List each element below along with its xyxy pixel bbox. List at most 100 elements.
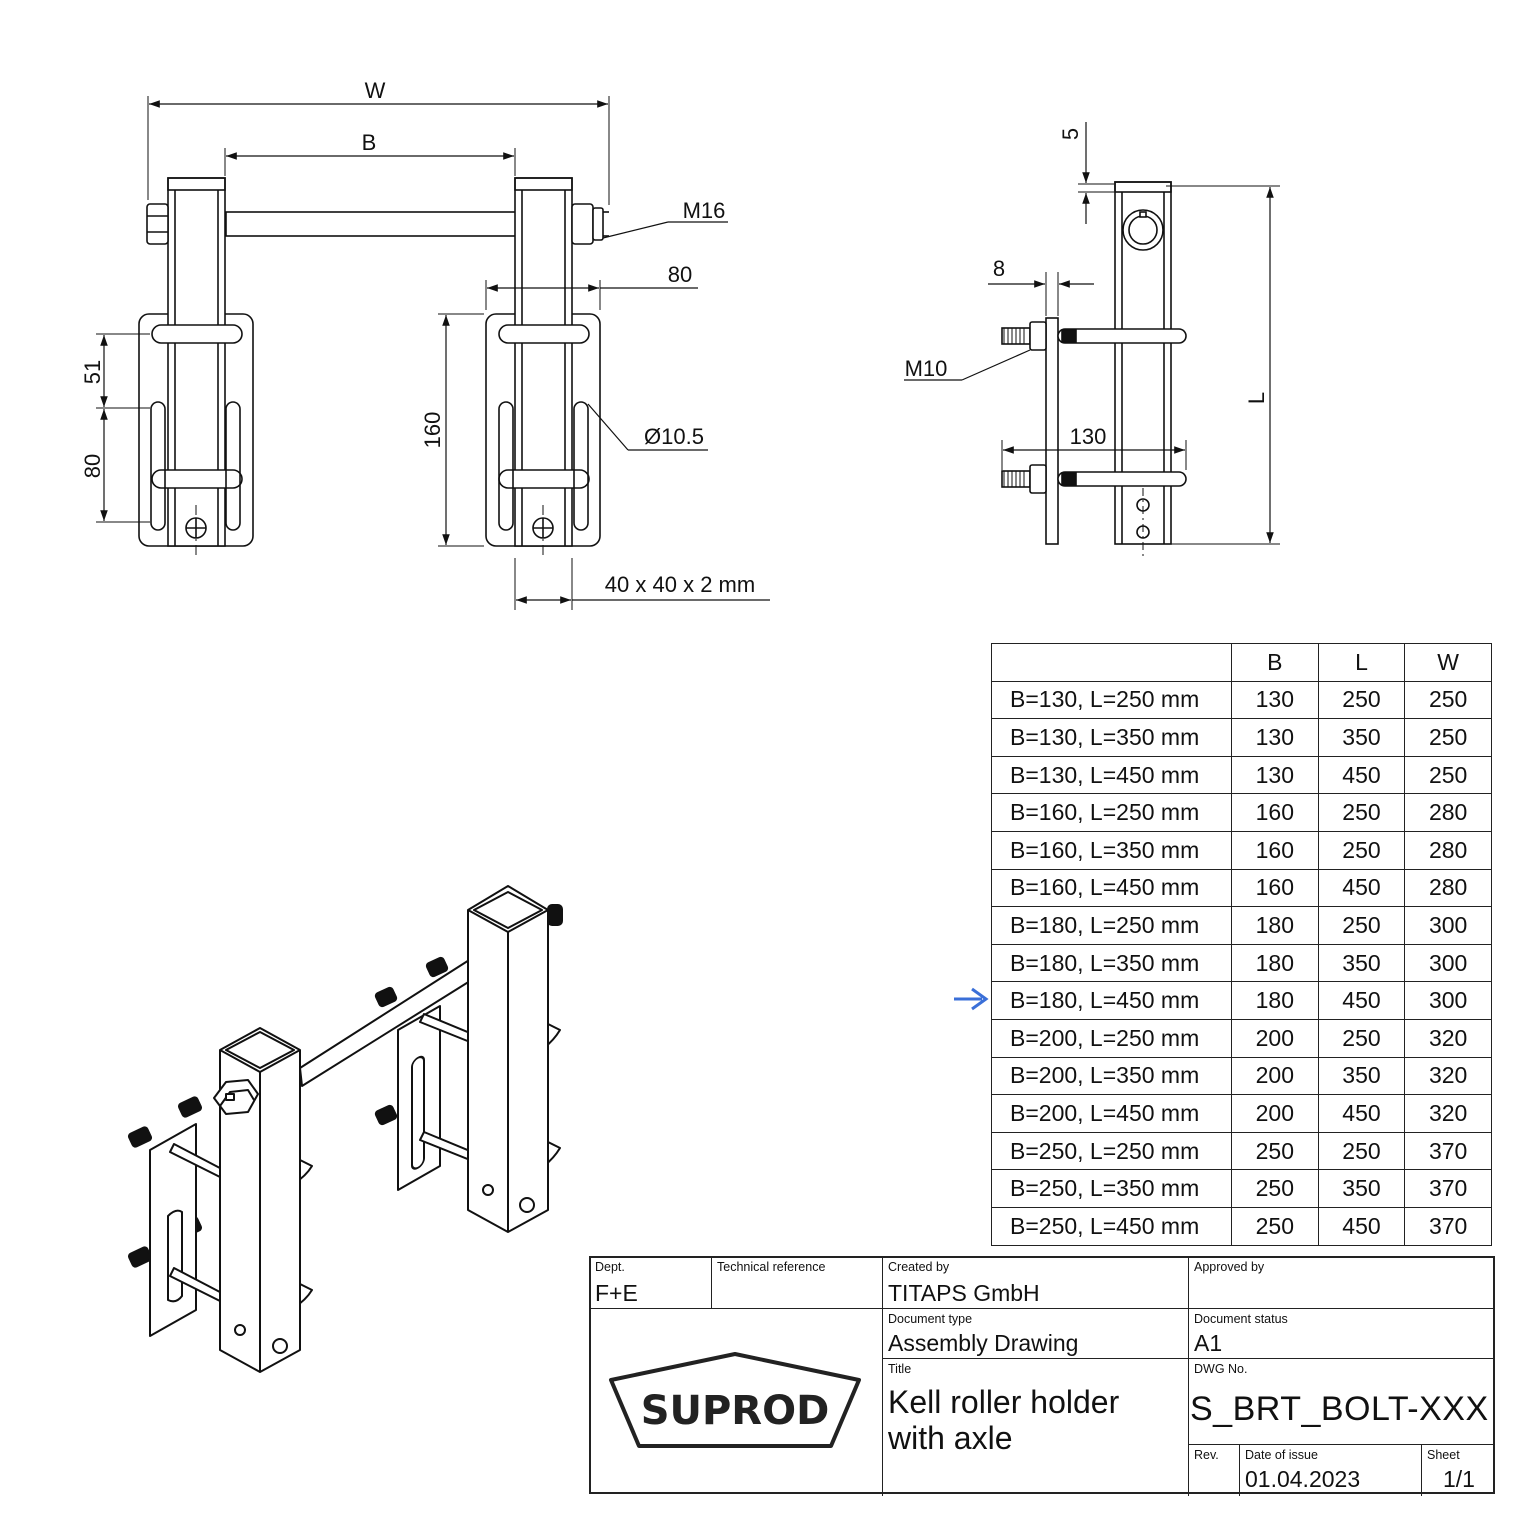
suprod-logo: SUPROD	[609, 1352, 861, 1448]
dim-160-label: 160	[420, 412, 445, 449]
variant-name: B=200, L=350 mm	[991, 1056, 1232, 1096]
selected-row-arrow-icon	[954, 987, 989, 1011]
dim-51-label: 51	[80, 360, 105, 384]
status-label: Document status	[1194, 1312, 1288, 1326]
value-l: 250	[1317, 906, 1406, 945]
value-w: 250	[1404, 718, 1492, 757]
value-l: 450	[1317, 868, 1406, 908]
value-l: 450	[1317, 981, 1406, 1020]
value-l: 250	[1317, 830, 1406, 870]
sheet-label: Sheet	[1427, 1448, 1460, 1462]
value-w: 320	[1404, 1018, 1492, 1058]
value-l: 250	[1317, 1131, 1406, 1171]
logo-text: SUPROD	[641, 1388, 830, 1434]
title-block: Dept. F+E Technical reference Created by…	[589, 1256, 1495, 1496]
value-w: 320	[1404, 1056, 1492, 1096]
value-w: 280	[1404, 830, 1492, 870]
value-b: 130	[1230, 718, 1319, 757]
value-l: 350	[1317, 718, 1406, 757]
variant-name: B=200, L=450 mm	[991, 1094, 1232, 1133]
value-w: 370	[1404, 1169, 1492, 1208]
variant-name: B=180, L=450 mm	[991, 981, 1232, 1020]
variant-name: B=130, L=450 mm	[991, 755, 1232, 795]
dim-b-label: B	[362, 130, 377, 155]
value-w: 300	[1404, 943, 1492, 983]
sheet-cell: Sheet 1/1	[1423, 1446, 1493, 1496]
dim-5-label: 5	[1058, 128, 1083, 140]
dim-80-top-label: 80	[668, 262, 692, 287]
date-cell: Date of issue 01.04.2023	[1241, 1446, 1421, 1496]
rev-cell: Rev.	[1190, 1446, 1239, 1496]
dim-130-label: 130	[1070, 424, 1107, 449]
variant-name: B=160, L=250 mm	[991, 793, 1232, 832]
value-b: 130	[1230, 755, 1319, 795]
isometric-view	[127, 885, 563, 1373]
dept-value: F+E	[595, 1280, 638, 1306]
variant-name: B=250, L=350 mm	[991, 1169, 1232, 1208]
status-cell: Document status A1	[1190, 1310, 1493, 1358]
value-l: 250	[1317, 1018, 1406, 1058]
value-b: 160	[1230, 793, 1319, 832]
techref-cell: Technical reference	[713, 1258, 882, 1308]
value-b: 180	[1230, 906, 1319, 945]
approved-label: Approved by	[1194, 1260, 1265, 1274]
value-w: 280	[1404, 868, 1492, 908]
dim-m10-label: M10	[905, 356, 948, 381]
column-header-name	[991, 643, 1232, 682]
dim-w-label: W	[365, 78, 386, 103]
value-w: 300	[1404, 906, 1492, 945]
created-label: Created by	[888, 1260, 950, 1274]
value-w: 300	[1404, 981, 1492, 1020]
date-value: 01.04.2023	[1245, 1466, 1361, 1492]
value-l: 450	[1317, 755, 1406, 795]
dim-tube-label: 40 x 40 x 2 mm	[605, 572, 755, 597]
value-b: 130	[1230, 680, 1319, 720]
value-w: 370	[1404, 1131, 1492, 1171]
variant-name: B=180, L=350 mm	[991, 943, 1232, 983]
value-l: 350	[1317, 1056, 1406, 1096]
value-b: 200	[1230, 1018, 1319, 1058]
variant-name: B=130, L=250 mm	[991, 680, 1232, 720]
value-l: 350	[1317, 943, 1406, 983]
value-l: 450	[1317, 1094, 1406, 1133]
value-b: 180	[1230, 943, 1319, 983]
variant-name: B=130, L=350 mm	[991, 718, 1232, 757]
value-w: 250	[1404, 755, 1492, 795]
side-view	[904, 122, 1280, 556]
date-label: Date of issue	[1245, 1448, 1318, 1462]
doctype-label: Document type	[888, 1312, 973, 1326]
dim-hole-label: Ø10.5	[644, 424, 704, 449]
value-b: 200	[1230, 1094, 1319, 1133]
title-label: Title	[888, 1362, 912, 1376]
dwg-label: DWG No.	[1194, 1362, 1248, 1376]
front-view	[96, 96, 770, 610]
variant-name: B=160, L=350 mm	[991, 830, 1232, 870]
column-header-l: L	[1317, 643, 1406, 682]
title-line-2: with axle	[888, 1420, 1013, 1456]
value-b: 250	[1230, 1131, 1319, 1171]
dim-80-left-label: 80	[80, 454, 105, 478]
table-header-row: B L W	[991, 643, 1492, 682]
variant-name: B=180, L=250 mm	[991, 906, 1232, 945]
title-line-1: Kell roller holder	[888, 1384, 1120, 1420]
dim-8-label: 8	[993, 256, 1005, 281]
dim-m16-label: M16	[683, 198, 726, 223]
doctype-value: Assembly Drawing	[888, 1330, 1079, 1356]
doctype-cell: Document type Assembly Drawing	[884, 1310, 1188, 1358]
dim-l-label: L	[1244, 392, 1269, 404]
sheet-value: 1/1	[1443, 1466, 1475, 1492]
variant-name: B=160, L=450 mm	[991, 868, 1232, 908]
